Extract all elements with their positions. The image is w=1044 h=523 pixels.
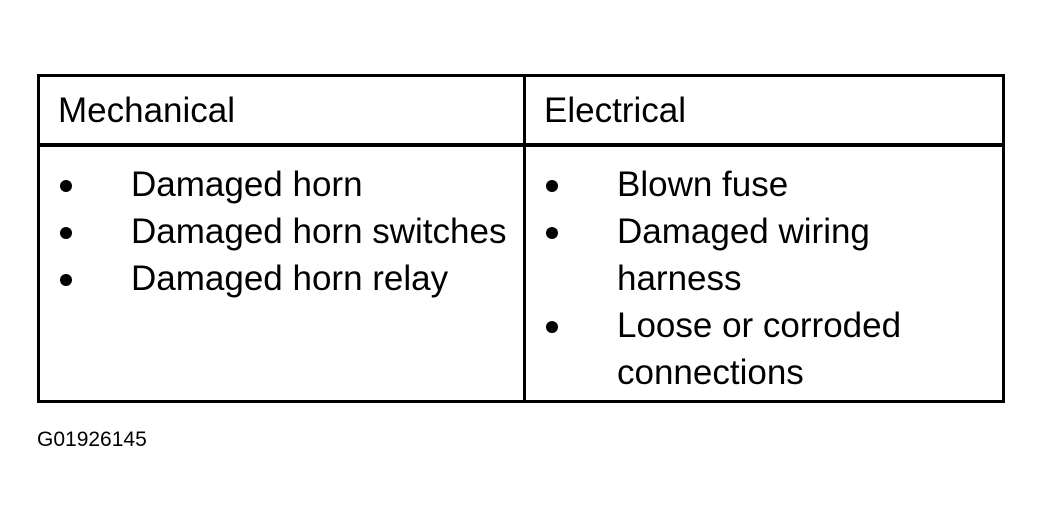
list-item-text: Damaged wiring harness [617, 212, 870, 298]
list-item-text: Damaged horn [131, 165, 363, 204]
bullet-icon [546, 227, 558, 239]
column-header-mechanical: Mechanical [58, 91, 236, 130]
column-header-electrical: Electrical [544, 91, 686, 130]
bullet-icon [60, 274, 72, 286]
column-electrical: Electrical Blown fuse Damaged wiring har… [526, 77, 1002, 400]
list-item: Damaged wiring harness [526, 208, 1002, 302]
list-item: Damaged horn relay [40, 255, 523, 302]
list-item: Damaged horn [40, 161, 523, 208]
column-mechanical: Mechanical Damaged horn Damaged horn swi… [40, 77, 523, 400]
list-item-text: Blown fuse [617, 165, 789, 204]
list-item: Damaged horn switches [40, 208, 523, 255]
figure-id: G01926145 [37, 428, 147, 451]
list-item-text: Damaged horn switches [131, 212, 507, 251]
list-mechanical: Damaged horn Damaged horn switches Damag… [40, 161, 523, 302]
column-divider [523, 77, 526, 400]
bullet-icon [60, 180, 72, 192]
list-item-text: Damaged horn relay [131, 259, 449, 298]
diagnosis-table: Mechanical Damaged horn Damaged horn swi… [37, 74, 1005, 403]
bullet-icon [546, 321, 558, 333]
bullet-icon [546, 180, 558, 192]
list-electrical: Blown fuse Damaged wiring harness Loose … [526, 161, 1002, 396]
list-item-text: Loose or corroded connections [617, 306, 902, 392]
list-item: Loose or corroded connections [526, 302, 1002, 396]
bullet-icon [60, 227, 72, 239]
header-divider [40, 143, 1002, 147]
list-item: Blown fuse [526, 161, 1002, 208]
